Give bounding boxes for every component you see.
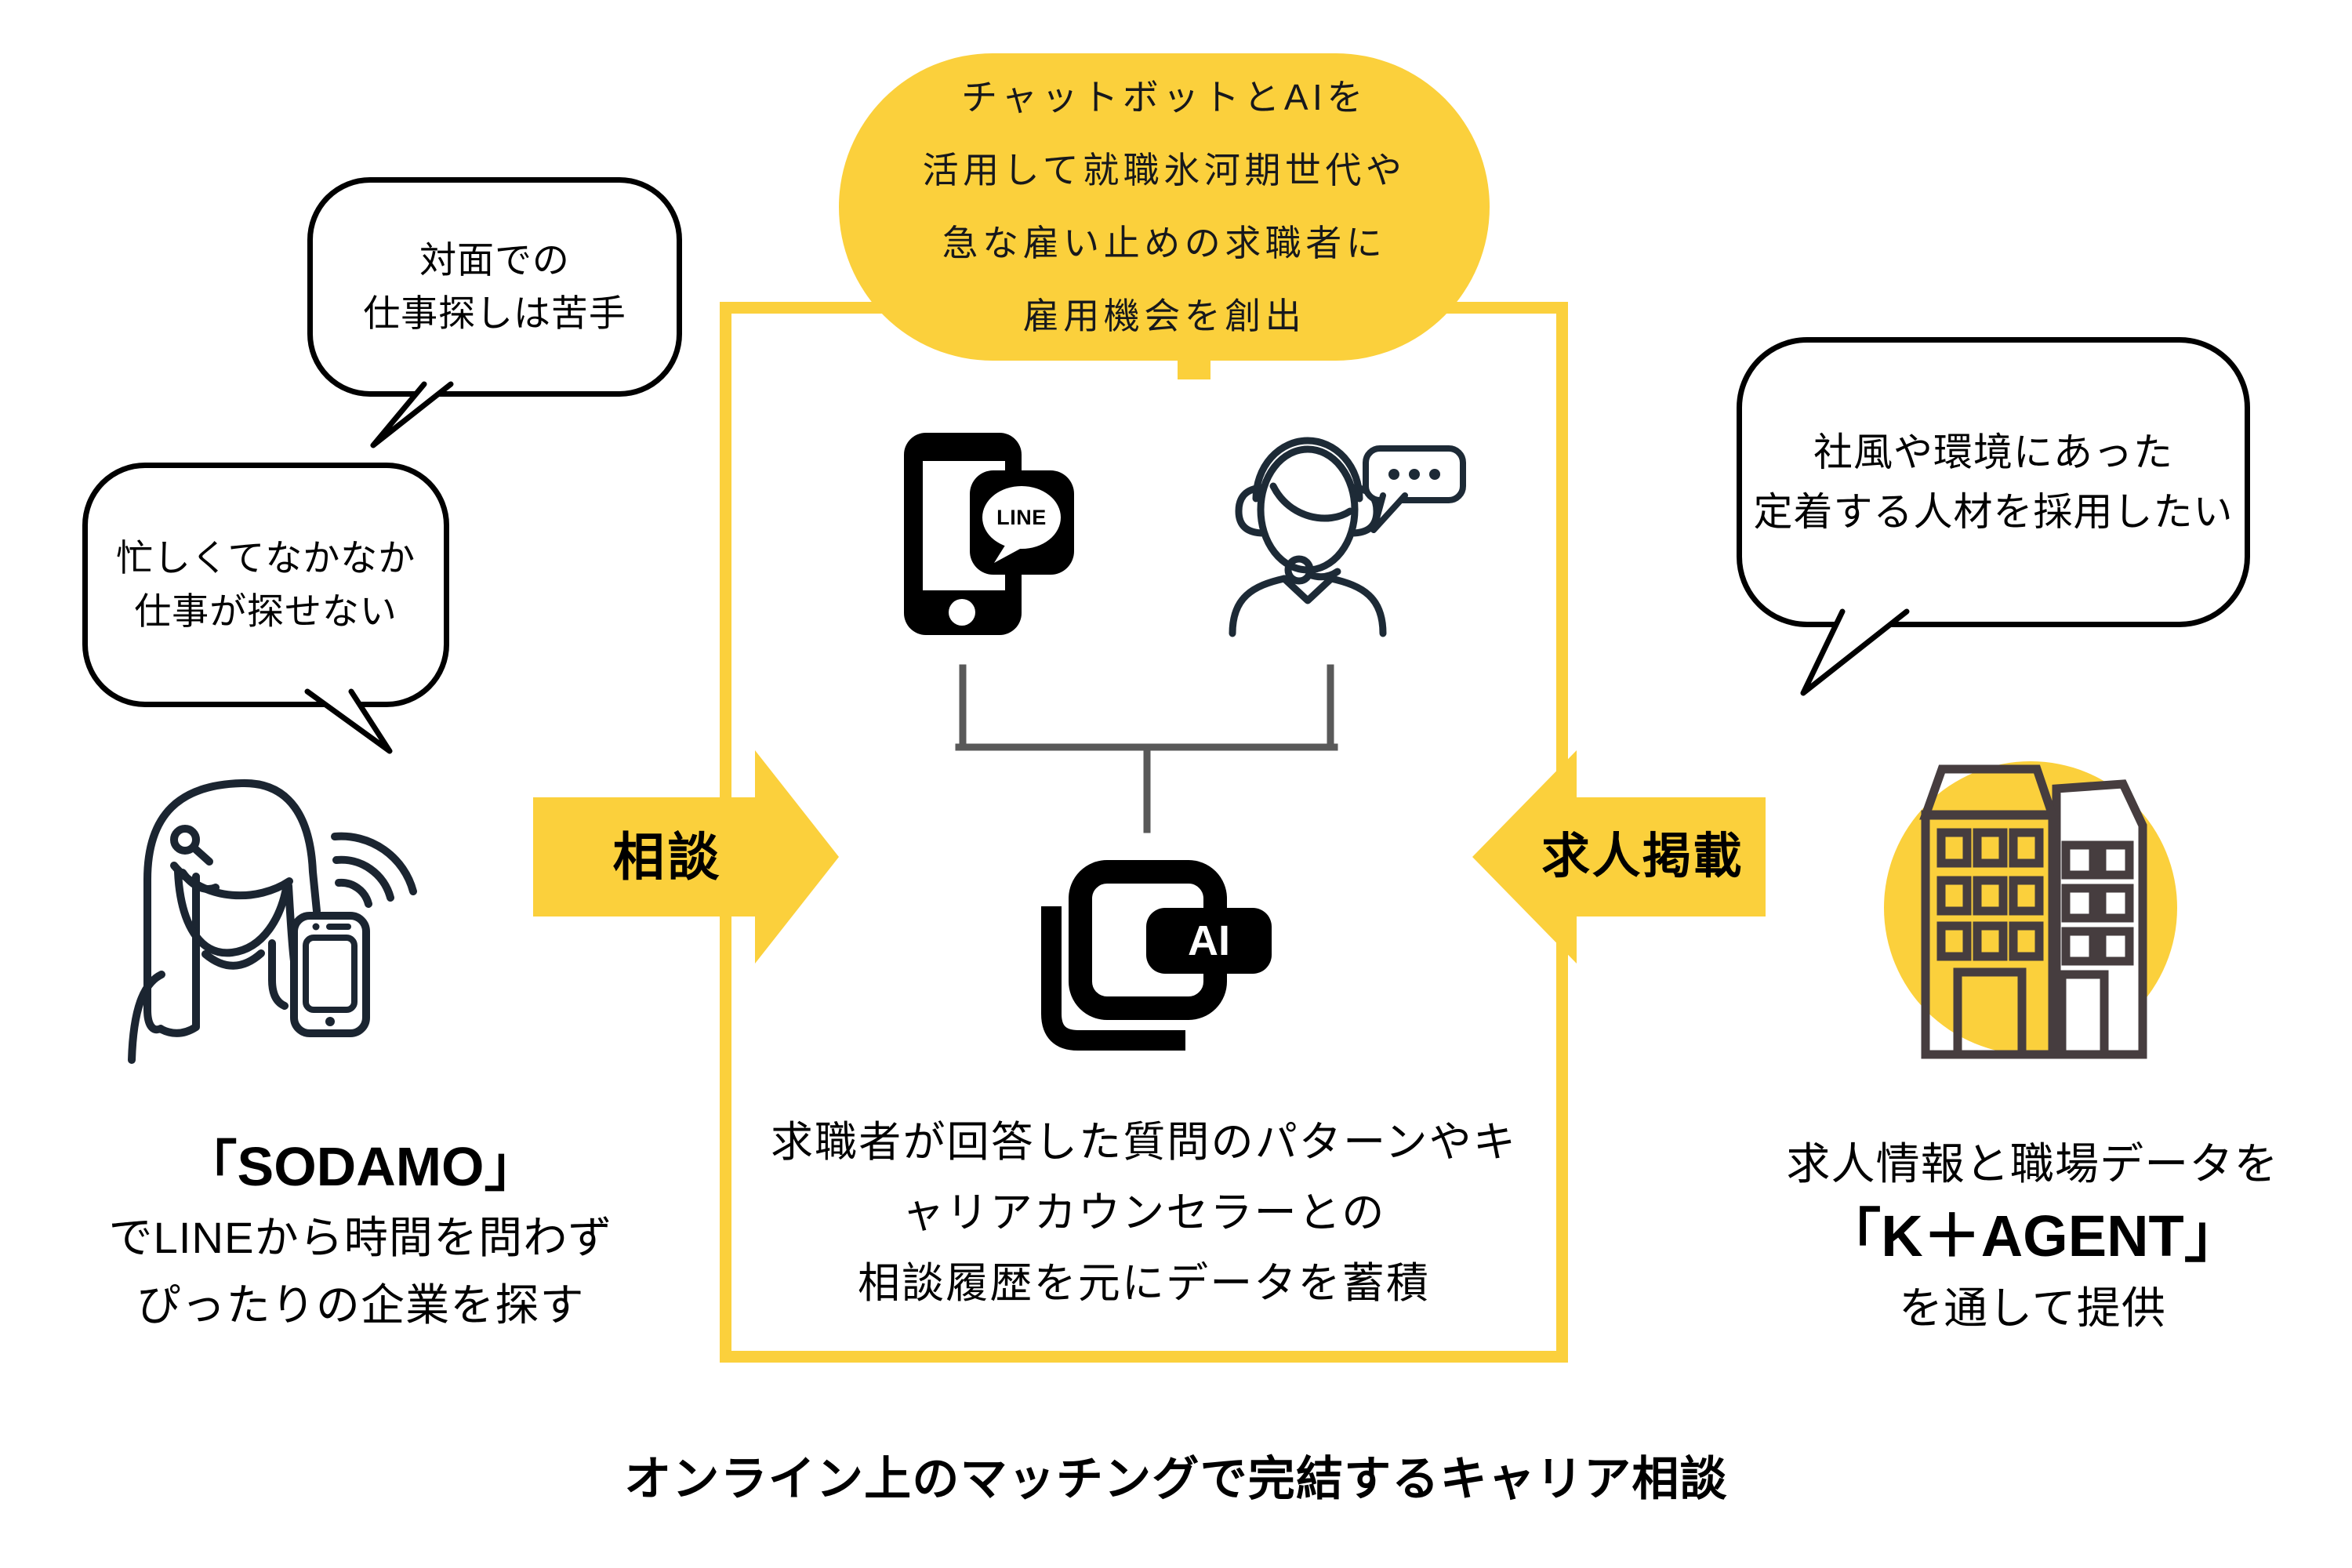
- sodamo-service-name: 「SODAMO」: [182, 1136, 539, 1197]
- solution-line: 急な雇い止めの求職者に: [942, 223, 1387, 263]
- employer-bubble: 社風や環境にあった 定着する人材を採用したい: [1737, 337, 2250, 627]
- jobseeker-person-icon: [128, 779, 417, 1064]
- chat-bubble-icon: [1363, 445, 1466, 533]
- caption-line: を通して提供: [1898, 1283, 2167, 1333]
- caption-line: 求職者が回答した質問のパターンやキ: [770, 1119, 1518, 1166]
- caption-line: ぴったりの企業を探す: [136, 1280, 585, 1330]
- line-phone-icon: [904, 433, 1074, 635]
- ai-data-icon: [1041, 860, 1272, 1051]
- signal-waves-icon: [331, 832, 417, 908]
- footer-title: オンライン上のマッチングで完結するキャリア相談: [624, 1453, 1728, 1505]
- consult-arrow-label: 相談: [612, 828, 723, 886]
- solution-line: 活用して就職氷河期世代や: [922, 150, 1406, 191]
- caption-line: 求人情報と職場データを: [1786, 1139, 2279, 1189]
- employer-buildings-icon: [1884, 761, 2177, 1059]
- solution-bubble: チャットボットとAIを 活用して就職氷河期世代や 急な雇い止めの求職者に 雇用機…: [839, 53, 1490, 361]
- bubble-line: 社風や環境にあった: [1813, 430, 2173, 474]
- bubble-line: 忙しくてなかなか: [115, 537, 416, 579]
- bubble-line: 定着する人材を採用したい: [1753, 490, 2234, 534]
- jobseeker-bubble-1: 対面での 仕事探しは苦手: [307, 177, 682, 397]
- jobseeker-caption: 「SODAMO」 でLINEから時間を問わず ぴったりの企業を探す: [59, 1129, 662, 1339]
- kagent-service-name: 「K＋AGENT」: [1823, 1203, 2242, 1269]
- jobseeker-phone-icon: [290, 912, 370, 1037]
- jobseeker-bubble-2: 忙しくてなかなか 仕事が探せない: [82, 463, 449, 707]
- ai-badge: [1146, 908, 1272, 974]
- ai-badge-label: AI: [1188, 917, 1230, 964]
- connector-lines: [955, 664, 1338, 833]
- bubble-line: 仕事が探せない: [134, 590, 397, 632]
- bubble-line: 仕事探しは苦手: [363, 292, 626, 334]
- caption-line: 相談履歴を元にデータを蓄積: [857, 1260, 1431, 1307]
- bubble-line: 対面での: [419, 239, 570, 281]
- platform-caption: 求職者が回答した質問のパターンやキ ャリアカウンセラーとの 相談履歴を元にデータ…: [721, 1107, 1566, 1319]
- solution-line: 雇用機会を創出: [1022, 296, 1306, 336]
- caption-line: ャリアカウンセラーとの: [902, 1189, 1386, 1236]
- job-posting-arrow-label: 求人掲載: [1541, 829, 1744, 884]
- employer-bubble-tail: [1800, 608, 1910, 696]
- counselor-icon: [1229, 437, 1466, 637]
- solution-bubble-tail: [1178, 351, 1210, 379]
- jobseeker-bubble-2-tail: [304, 688, 393, 754]
- line-app-label: LINE: [996, 506, 1047, 529]
- solution-line: チャットボットとAIを: [961, 77, 1367, 118]
- caption-line: でLINEから時間を問わず: [108, 1213, 613, 1262]
- jobseeker-bubble-1-tail: [370, 381, 454, 448]
- employer-caption: 求人情報と職場データを 「K＋AGENT」 を通して提供: [1740, 1131, 2325, 1342]
